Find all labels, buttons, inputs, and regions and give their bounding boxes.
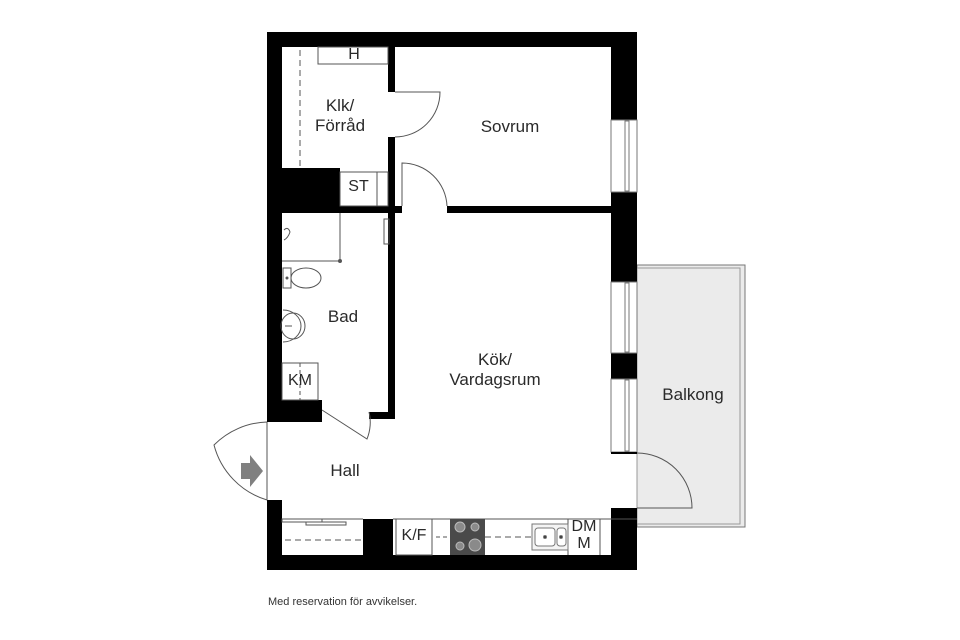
windows bbox=[610, 119, 638, 453]
entrance-arrow-icon bbox=[241, 455, 263, 487]
dishwasher-label-line2: M bbox=[577, 534, 591, 552]
fixture-label-shelf: H bbox=[340, 46, 368, 64]
balcony bbox=[636, 264, 746, 528]
fixture-label-storage: ST bbox=[340, 178, 377, 196]
balkong-label: Balkong bbox=[662, 385, 724, 404]
bad-label: Bad bbox=[327, 307, 359, 326]
toilet-icon bbox=[282, 267, 322, 289]
walls bbox=[267, 32, 637, 570]
room-label-kok: Kök/ Vardagsrum bbox=[440, 350, 550, 389]
doors bbox=[213, 91, 693, 509]
kok-label-line2: Vardagsrum bbox=[449, 369, 541, 389]
stove-icon bbox=[450, 519, 485, 555]
kok-label-line1: Kök/ bbox=[477, 350, 513, 369]
room-label-bad: Bad bbox=[318, 307, 368, 327]
fixture-label-washer: KM bbox=[282, 372, 318, 390]
hall-label: Hall bbox=[330, 461, 360, 480]
bathroom-fixtures bbox=[280, 213, 390, 401]
klk-label-line1: Klk/ bbox=[325, 96, 355, 115]
room-label-klk: Klk/ Förråd bbox=[305, 96, 375, 135]
fixture-label-fridge: K/F bbox=[396, 527, 432, 545]
fridge-freezer-label: K/F bbox=[401, 527, 427, 544]
storage-label: ST bbox=[348, 178, 369, 195]
dishwasher-label-line1: DM bbox=[571, 518, 597, 535]
disclaimer-text: Med reservation för avvikelser. bbox=[268, 596, 418, 608]
shelf-label: H bbox=[348, 46, 360, 63]
closet-fixtures bbox=[299, 46, 389, 207]
hall-wardrobe bbox=[281, 518, 363, 541]
klk-label-line2: Förråd bbox=[314, 115, 366, 135]
fixture-label-dishwasher: DM M bbox=[568, 518, 600, 553]
room-label-hall: Hall bbox=[320, 461, 370, 481]
shower-icon bbox=[282, 213, 342, 263]
sovrum-label: Sovrum bbox=[480, 117, 540, 136]
washbasin-icon bbox=[280, 309, 306, 343]
room-label-balkong: Balkong bbox=[648, 385, 738, 405]
room-label-sovrum: Sovrum bbox=[460, 117, 560, 137]
sink-icon bbox=[531, 523, 569, 551]
washer-label: KM bbox=[288, 372, 312, 389]
